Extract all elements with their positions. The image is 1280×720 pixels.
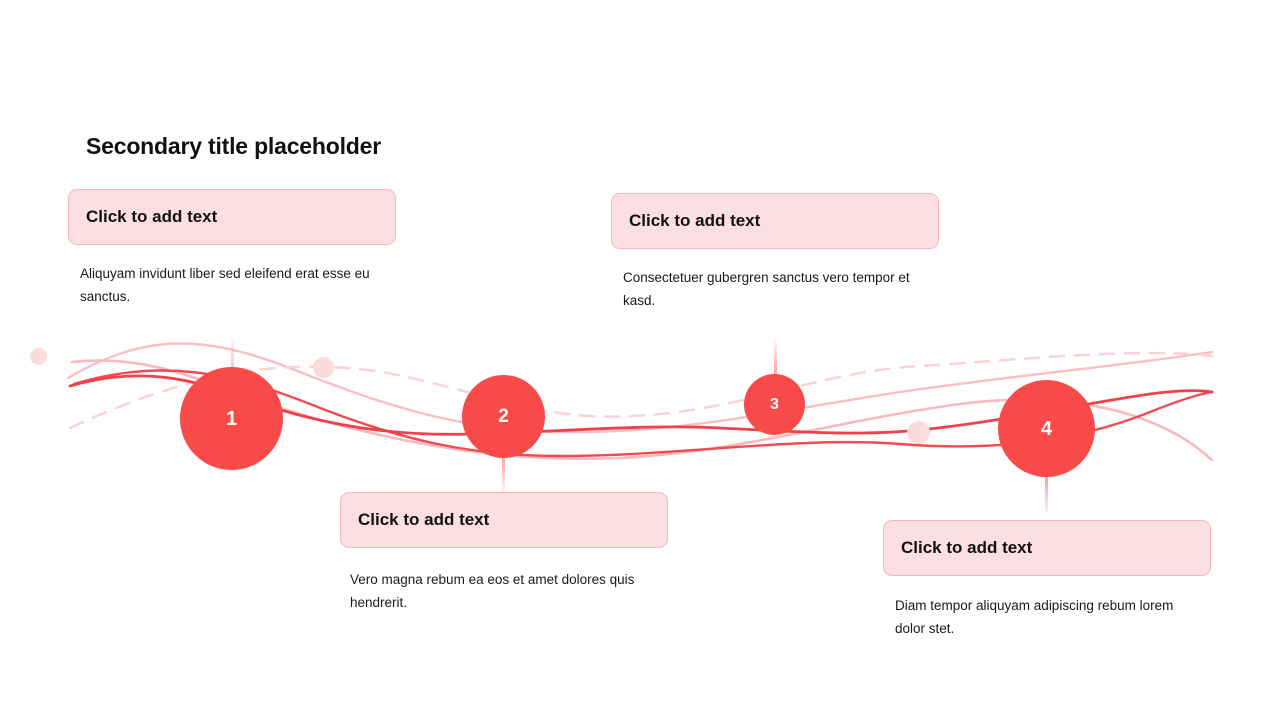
decorative-dot-1 bbox=[30, 348, 47, 365]
connector-stem-3 bbox=[774, 340, 777, 380]
connector-stem-4 bbox=[1045, 472, 1048, 514]
page-title: Secondary title placeholder bbox=[86, 133, 381, 159]
step-card-4-label: Click to add text bbox=[901, 538, 1033, 557]
step-description-2: Vero magna rebum ea eos et amet dolores … bbox=[350, 572, 635, 611]
step-card-3[interactable]: Click to add text bbox=[611, 193, 939, 249]
step-card-1-label: Click to add text bbox=[86, 207, 218, 226]
connector-stem-2 bbox=[502, 452, 505, 492]
step-description-4: Diam tempor aliquyam adipiscing rebum lo… bbox=[895, 598, 1174, 637]
step-card-1[interactable]: Click to add text bbox=[68, 189, 396, 245]
step-node-2[interactable]: 2 bbox=[462, 375, 545, 458]
step-description-3: Consectetuer gubergren sanctus vero temp… bbox=[623, 270, 910, 309]
step-node-4[interactable]: 4 bbox=[998, 380, 1095, 477]
step-description-1: Aliquyam invidunt liber sed eleifend era… bbox=[80, 266, 370, 305]
step-node-4-number: 4 bbox=[1040, 417, 1053, 440]
step-card-3-label: Click to add text bbox=[629, 211, 761, 230]
step-card-2[interactable]: Click to add text bbox=[340, 492, 668, 548]
step-node-1[interactable]: 1 bbox=[180, 367, 283, 470]
step-node-2-number: 2 bbox=[498, 406, 509, 427]
step-card-4[interactable]: Click to add text bbox=[883, 520, 1211, 576]
step-card-2-label: Click to add text bbox=[358, 510, 490, 529]
step-node-1-number: 1 bbox=[225, 407, 238, 430]
step-node-3-number: 3 bbox=[770, 395, 779, 413]
decorative-dot-2 bbox=[313, 357, 334, 378]
step-node-3[interactable]: 3 bbox=[744, 374, 805, 435]
decorative-dot-3 bbox=[907, 421, 930, 444]
